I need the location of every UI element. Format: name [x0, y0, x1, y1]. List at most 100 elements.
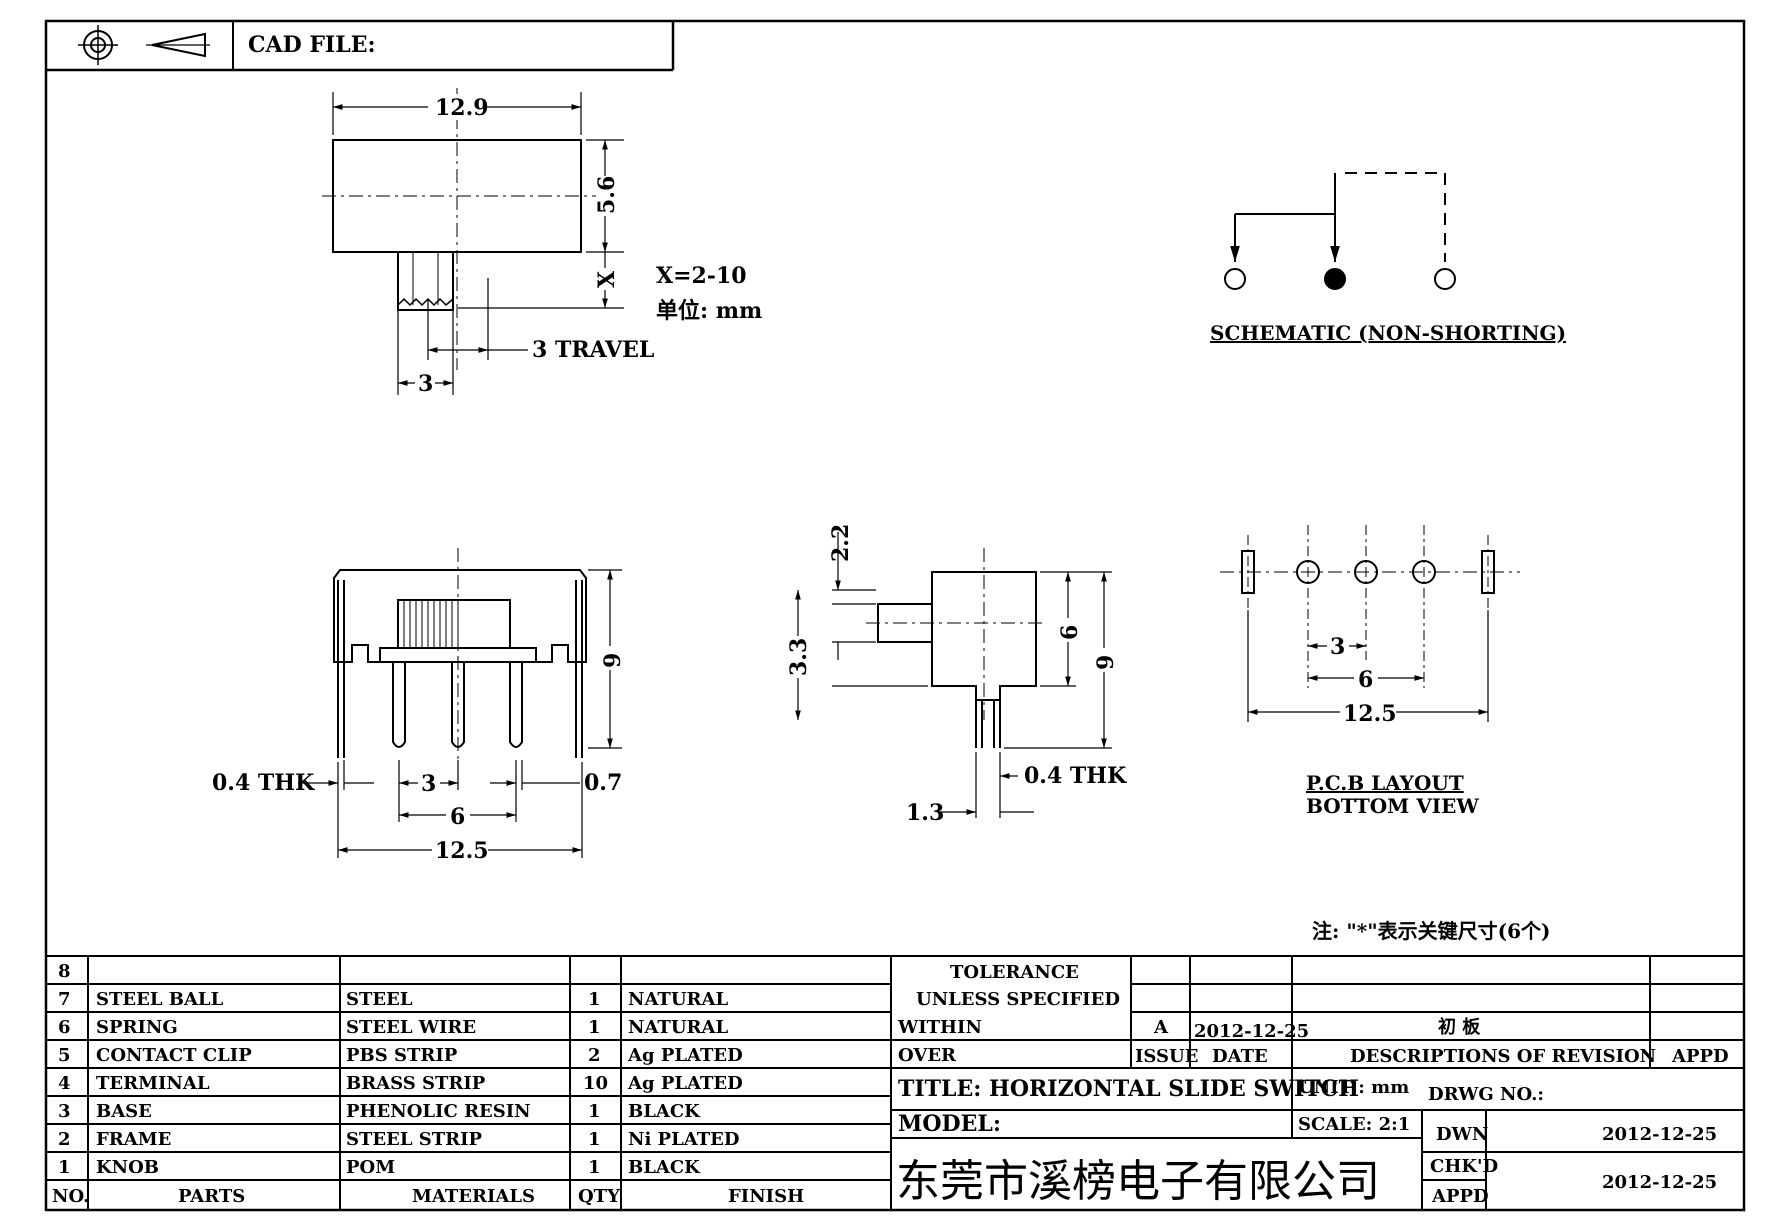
side-knob-2-2: 2.2: [828, 524, 854, 562]
appd-label: APPD: [1431, 1186, 1489, 1207]
pcb-layout: [1220, 525, 1520, 722]
revision-issue-label: ISSUE: [1135, 1046, 1198, 1067]
drawing-number-label: DRWG NO.:: [1428, 1084, 1544, 1105]
bom-qty: 1: [588, 989, 601, 1010]
bom-part: TERMINAL: [96, 1073, 210, 1094]
table-row: 3 BASE PHENOLIC RESIN 1 BLACK: [58, 1101, 701, 1122]
revision-issue-value: A: [1153, 1017, 1169, 1038]
drawing-title: TITLE: HORIZONTAL SLIDE SWITCH: [898, 1076, 1359, 1102]
bom-part: KNOB: [96, 1157, 159, 1178]
bom-material: STEEL: [346, 989, 413, 1010]
bom-no: 5: [58, 1045, 71, 1066]
header-qty: QTY: [578, 1186, 621, 1207]
x-range-label: X=2-10: [656, 263, 747, 289]
travel-label: 3 TRAVEL: [532, 337, 654, 363]
dwn-label: DWN: [1436, 1124, 1488, 1145]
chkd-label: CHK'D: [1430, 1156, 1498, 1177]
front-thk-label: 0.4 THK: [212, 770, 315, 796]
table-row: 8: [58, 961, 71, 982]
table-row: 5 CONTACT CLIP PBS STRIP 2 Ag PLATED: [58, 1045, 743, 1066]
bom-material: PBS STRIP: [346, 1045, 458, 1066]
bom-finish: BLACK: [628, 1101, 701, 1122]
header-materials: MATERIALS: [412, 1186, 535, 1207]
bom-no: 7: [58, 989, 71, 1010]
bom-no: 8: [58, 961, 71, 982]
cad-file-label: CAD FILE:: [248, 32, 376, 58]
bom-table: 8 7 STEEL BALL STEEL 1 NATURAL 6 SPRING …: [52, 961, 804, 1207]
side-knob-3-3: 3.3: [786, 638, 812, 676]
side-pin-1-3: 1.3: [906, 800, 944, 826]
bom-no: 3: [58, 1101, 71, 1122]
cad-file-strip: CAD FILE:: [46, 21, 675, 72]
bom-part: SPRING: [96, 1017, 178, 1038]
dwn-date: 2012-12-25: [1602, 1124, 1717, 1145]
pcb-bottom-view-label: BOTTOM VIEW: [1306, 794, 1479, 818]
front-pitch-3: 3: [421, 771, 436, 797]
bom-finish: BLACK: [628, 1157, 701, 1178]
top-view-labels: 12.9 5.6 X X=2-10 单位: mm 3 TRAVEL 3: [415, 94, 762, 397]
bom-finish: NATURAL: [628, 989, 728, 1010]
bom-material: STEEL STRIP: [346, 1129, 483, 1150]
side-thk-label: 0.4 THK: [1024, 763, 1127, 789]
bom-no: 1: [58, 1157, 71, 1178]
front-span-6: 6: [450, 804, 465, 830]
pcb-overall-12-5: 12.5: [1343, 701, 1397, 727]
schematic-label: SCHEMATIC (NON-SHORTING): [1210, 321, 1566, 345]
header-parts: PARTS: [178, 1186, 245, 1207]
side-body-6: 6: [1057, 625, 1083, 640]
bom-qty: 1: [588, 1129, 601, 1150]
bom-no: 6: [58, 1017, 71, 1038]
bom-qty: 2: [588, 1045, 601, 1066]
title-block-grid: [46, 955, 1744, 1210]
front-pin-0-7: 0.7: [584, 770, 622, 796]
bom-qty: 1: [588, 1157, 601, 1178]
dim-height-5-6: 5.6: [594, 176, 620, 214]
bom-material: PHENOLIC RESIN: [346, 1101, 531, 1122]
front-view: [298, 548, 622, 858]
bom-qty: 10: [583, 1073, 608, 1094]
dim-width-12-9: 12.9: [435, 95, 489, 121]
tolerance-over: OVER: [898, 1045, 957, 1066]
table-row: 1 KNOB POM 1 BLACK: [58, 1157, 701, 1178]
front-height-9: 9: [600, 653, 626, 668]
front-view-labels: 0.4 THK 3 6 12.5 0.7 9: [212, 646, 626, 864]
tolerance-line-1: TOLERANCE: [950, 962, 1079, 983]
schematic-diagram: [1224, 172, 1456, 290]
bom-finish: NATURAL: [628, 1017, 728, 1038]
key-dimension-note: 注: "*"表示关键尺寸(6个): [1312, 919, 1551, 943]
drawing-model-label: MODEL:: [898, 1111, 1001, 1137]
bom-no: 2: [58, 1129, 71, 1150]
revision-desc-label: DESCRIPTIONS OF REVISION: [1350, 1046, 1656, 1067]
bom-part: STEEL BALL: [96, 989, 224, 1010]
bom-part: CONTACT CLIP: [96, 1045, 252, 1066]
table-row: 6 SPRING STEEL WIRE 1 NATURAL: [58, 1017, 728, 1038]
drawing-info: TITLE: HORIZONTAL SLIDE SWITCH UNIT : mm…: [896, 1076, 1717, 1207]
revision-appd-label: APPD: [1671, 1046, 1729, 1067]
appd-date: 2012-12-25: [1602, 1172, 1717, 1193]
table-header-row: NO. PARTS MATERIALS QTY FINISH: [52, 1186, 804, 1207]
bom-part: FRAME: [96, 1129, 171, 1150]
company-name: 东莞市溪榜电子有限公司: [896, 1156, 1380, 1207]
table-row: 7 STEEL BALL STEEL 1 NATURAL: [58, 989, 728, 1010]
dim-knob-3: 3: [418, 371, 433, 397]
table-row: 2 FRAME STEEL STRIP 1 Ni PLATED: [58, 1129, 739, 1150]
bom-part: BASE: [96, 1101, 152, 1122]
revision-date-label: DATE: [1212, 1046, 1268, 1067]
revision-block: A 2012-12-25 初 板 ISSUE DATE DESCRIPTIONS…: [1135, 1016, 1729, 1067]
bom-finish: Ag PLATED: [627, 1073, 743, 1094]
side-height-9: 9: [1093, 655, 1119, 670]
pcb-pitch-3: 3: [1330, 634, 1345, 660]
side-view-labels: 2.2 3.3 6 9 0.4 THK 1.3: [786, 524, 1127, 826]
header-no: NO.: [52, 1186, 89, 1207]
header-finish: FINISH: [728, 1186, 804, 1207]
revision-date-value: 2012-12-25: [1194, 1021, 1309, 1042]
pcb-labels: 3 6 12.5 P.C.B LAYOUT BOTTOM VIEW: [1306, 634, 1479, 818]
bom-finish: Ag PLATED: [627, 1045, 743, 1066]
table-row: 4 TERMINAL BRASS STRIP 10 Ag PLATED: [58, 1073, 743, 1094]
dim-x: X: [594, 270, 620, 288]
bom-finish: Ni PLATED: [628, 1129, 739, 1150]
tolerance-line-2: UNLESS SPECIFIED: [916, 989, 1120, 1010]
bom-material: POM: [346, 1157, 395, 1178]
bom-no: 4: [58, 1073, 71, 1094]
